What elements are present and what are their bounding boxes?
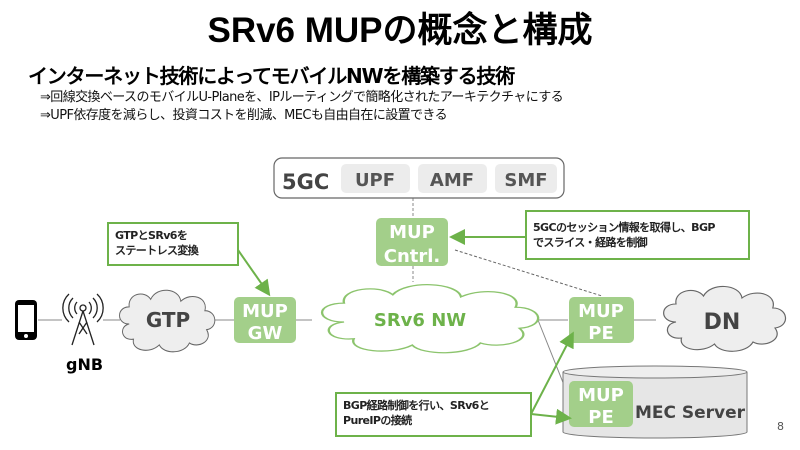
mup-gw-box [234,297,296,343]
upf-box [341,164,410,193]
5gc-block: 5GC UPF AMF SMF [273,157,565,199]
arrow-to-mec-pe [530,408,572,425]
slide-subtitle: インターネット技術によってモバイルNWを構築する技術 [28,64,515,88]
mup-pe-mec-box [569,381,633,427]
mec-server-label: MEC Server [635,403,746,423]
callout-gw-line2: ステートレス変換 [115,244,199,257]
gtp-label: GTP [146,308,190,332]
bullet-2: ⇒UPF依存度を減らし、投資コストを削減、MECも自由自在に設置できる [40,108,448,123]
mup-cntrl-box [376,218,448,266]
gtp-cloud: GTP [119,289,216,353]
mec-server: MUP PE MEC Server [562,365,748,439]
callout-pe-line1: BGP経路制御を行い、SRv6と [343,399,490,412]
mup-pe-line1: MUP [578,301,624,322]
smf-label: SMF [504,170,547,191]
arrow-to-gw [237,249,271,297]
bullet-1: ⇒回線交換ベースのモバイルU-Planeを、IPルーティングで簡略化されたアーキ… [40,90,564,105]
mup-cntrl-line2: Cntrl. [384,246,441,267]
callout-gw-line1: GTPとSRv6を [115,229,188,242]
srv6-cloud: SRv6 NW [320,283,540,354]
mup-cntrl-line1: MUP [389,222,435,243]
upf-label: UPF [355,170,395,191]
mup-pe-line2: PE [588,323,614,344]
dn-label: DN [704,310,741,335]
callout-cntrl-line2: でスライス・経路を制御 [533,236,648,249]
slide-title: SRv6 MUPの概念と構成 [207,11,593,50]
gnb-label: gNB [66,355,103,374]
mup-pe-mec-line1: MUP [578,385,624,406]
line-cntrl-pe [454,249,603,297]
mup-gw-node: MUP GW [234,297,296,344]
dn-cloud: DN [663,285,787,352]
mup-pe-mec-line2: PE [588,407,614,428]
mup-gw-line1: MUP [242,301,288,322]
5gc-label: 5GC [282,170,329,194]
callout-pe-line2: PureIPの接続 [343,414,412,427]
mup-gw-line2: GW [248,323,283,344]
callout-cntrl-line1: 5GCのセッション情報を取得し、BGP [533,221,715,234]
arrow-to-pe [530,331,574,415]
antenna-tower-icon [62,293,104,346]
callout-pe: BGP経路制御を行い、SRv6と PureIPの接続 [335,392,532,437]
amf-label: AMF [430,170,474,191]
mup-cntrl-node: MUP Cntrl. [376,218,448,267]
amf-box [418,164,487,193]
callout-gw: GTPとSRv6を ステートレス変換 [107,222,239,266]
callout-cntrl: 5GCのセッション情報を取得し、BGP でスライス・経路を制御 [525,210,750,260]
srv6-label: SRv6 NW [374,310,466,331]
smartphone-icon [15,300,37,340]
mup-pe-box [569,297,634,343]
page-number: 8 [777,420,784,433]
callout-arrows [237,229,574,425]
smf-box [495,164,557,193]
mup-pe-node: MUP PE [569,297,634,344]
